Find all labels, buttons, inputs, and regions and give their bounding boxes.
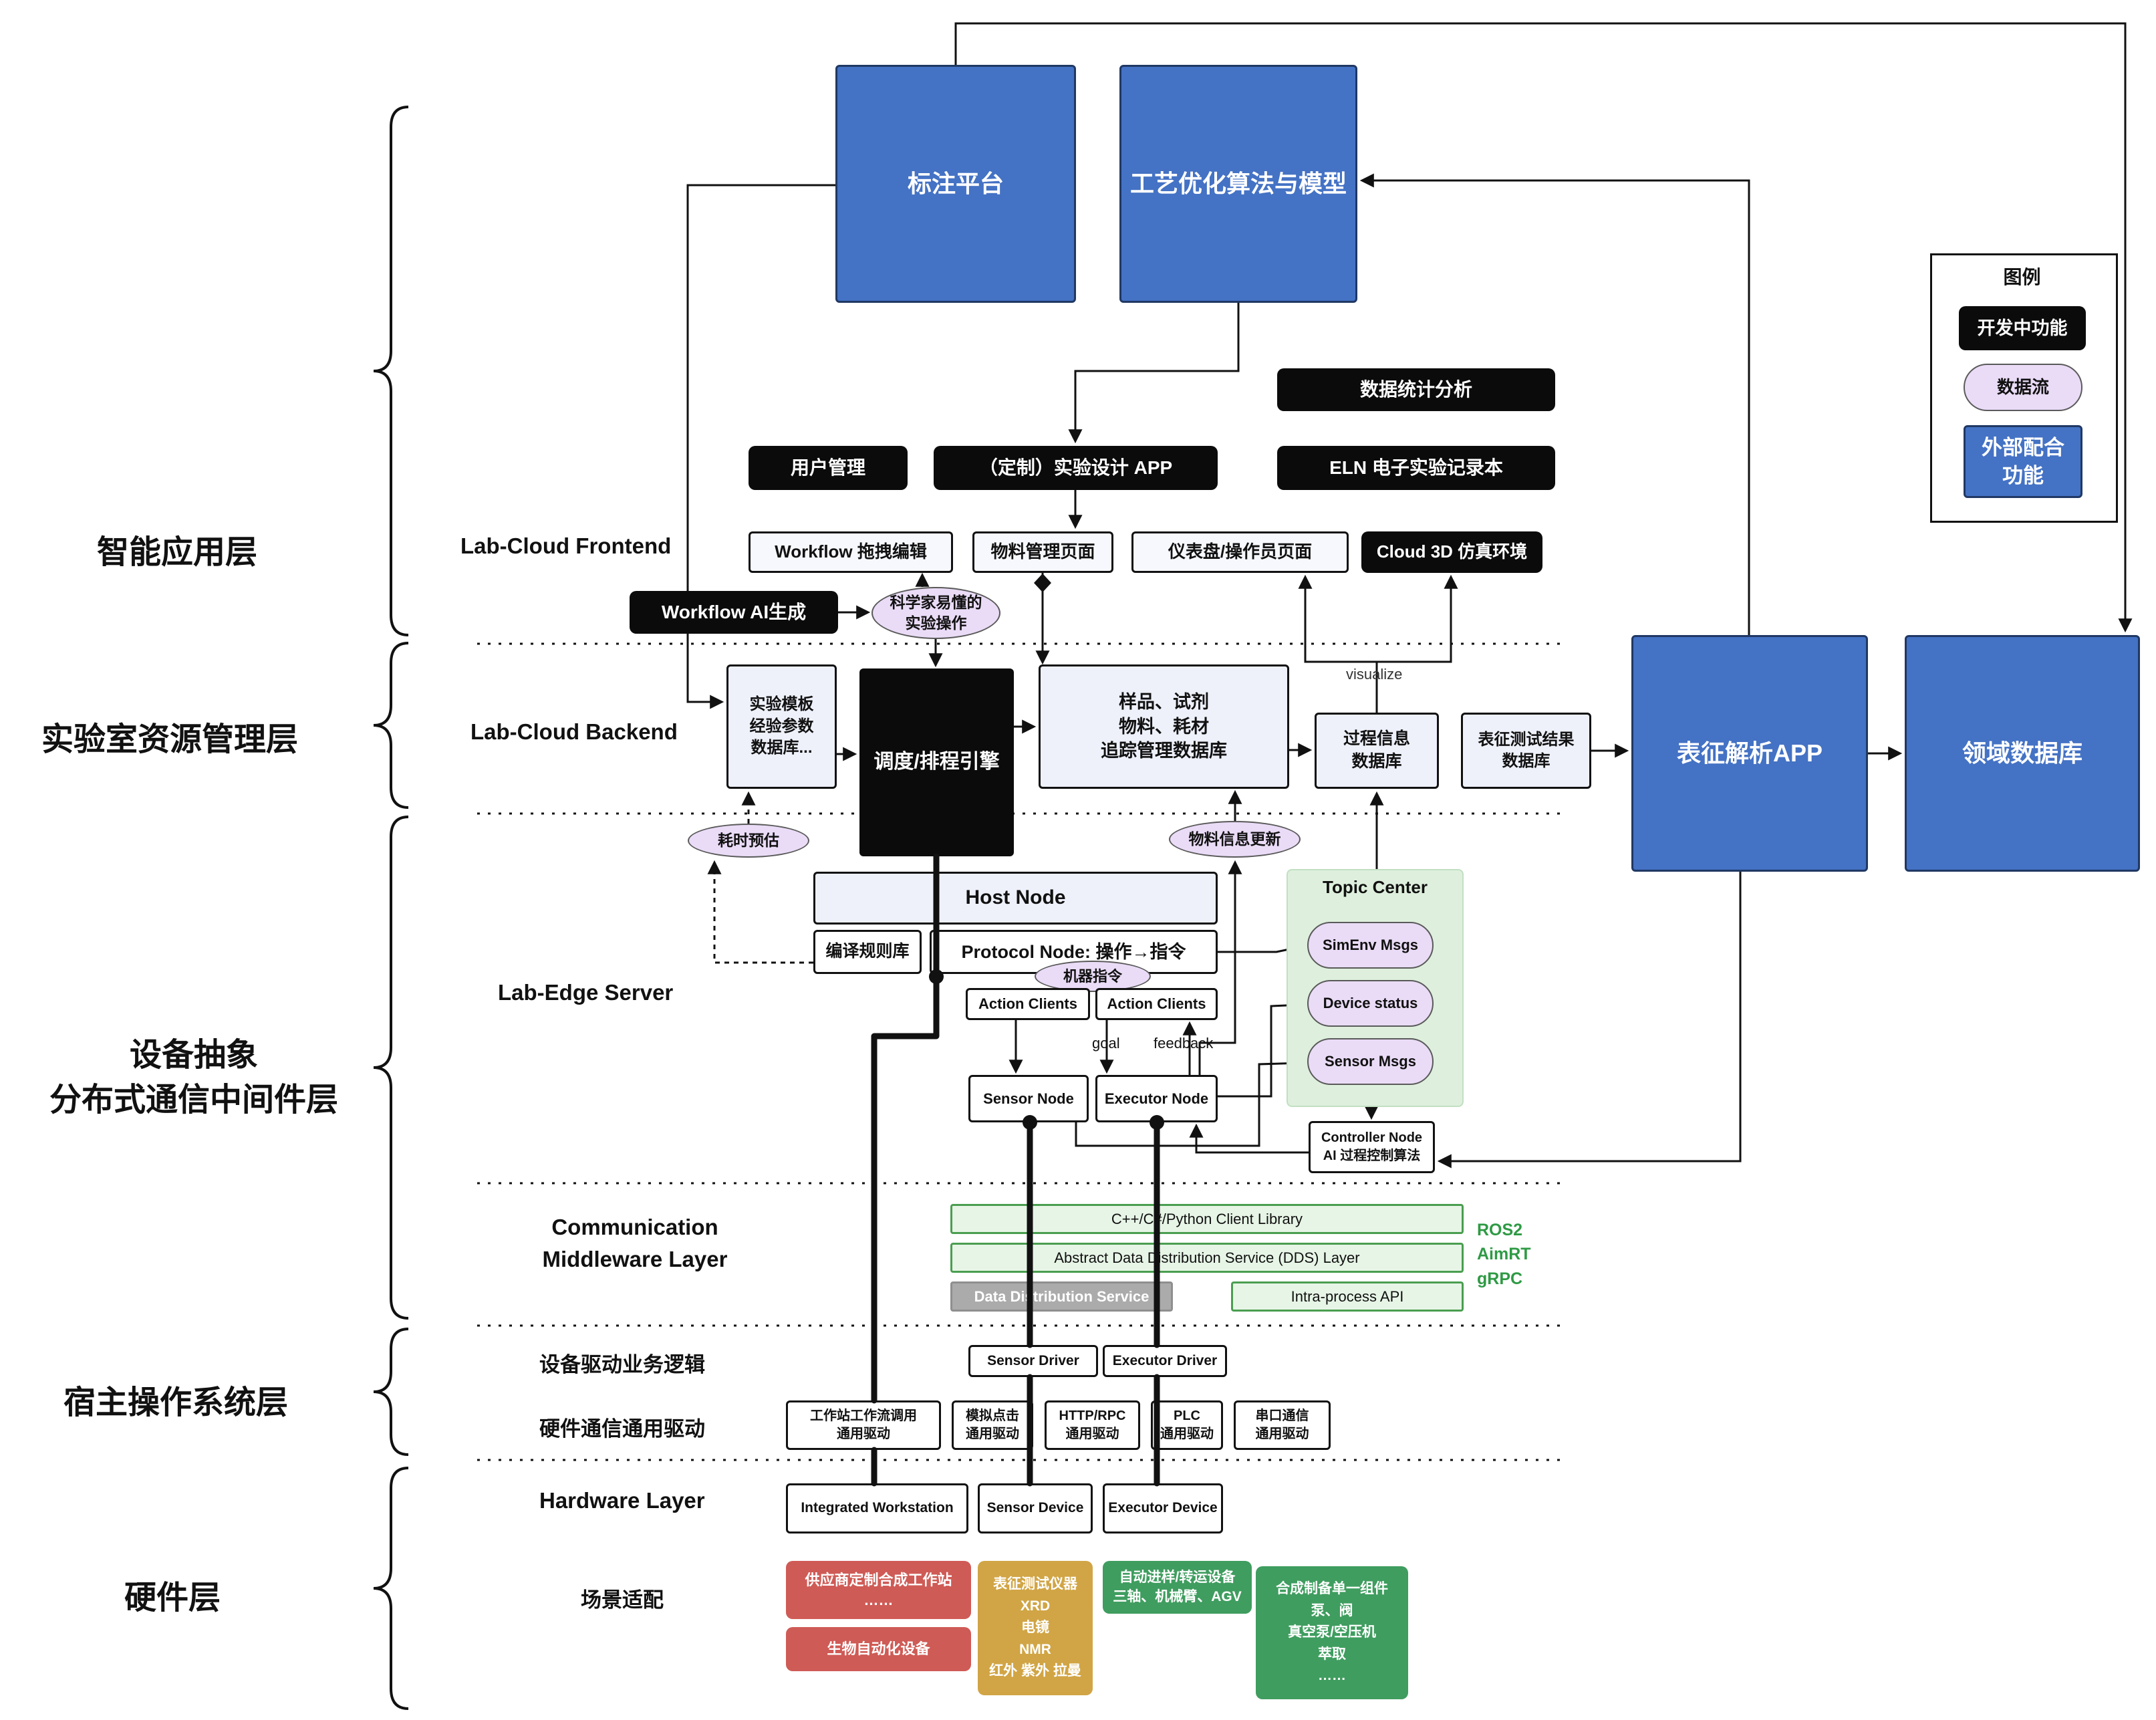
material-page-box: 物料管理页面 xyxy=(972,531,1113,573)
sample-db-box: 样品、试剂 物料、耗材 追踪管理数据库 xyxy=(1039,664,1289,789)
data-stats-box: 数据统计分析 xyxy=(1277,368,1555,411)
layer-label-abstraction: 设备抽象分布式通信中间件层 xyxy=(49,1037,338,1118)
workflow-ai-box: Workflow AI生成 xyxy=(630,591,838,634)
section-lab-edge-server: Lab-Edge Server xyxy=(498,980,674,1005)
machine-cmd-ellipse: 机器指令 xyxy=(1035,961,1151,992)
section-comm-middleware: Communication Middleware Layer xyxy=(542,1215,728,1271)
dds-abstract-row: Abstract Data Distribution Service (DDS)… xyxy=(950,1243,1464,1273)
composition-diamond xyxy=(1034,574,1051,592)
sensor-msgs-pill: Sensor Msgs xyxy=(1307,1038,1434,1085)
scheduler-box: 调度/排程引擎 xyxy=(859,668,1014,856)
controller-node-box: Controller Node AI 过程控制算法 xyxy=(1309,1121,1435,1173)
layer-label-app: 智能应用层 xyxy=(97,535,258,570)
custom-exp-design-box: （定制）实验设计 APP xyxy=(934,446,1218,490)
time-estimate-ellipse: 耗时预估 xyxy=(688,824,809,858)
sensor-node-box: Sensor Node xyxy=(968,1075,1089,1122)
legend-title: 图例 xyxy=(2003,267,2041,287)
workflow-editor-box: Workflow 拖拽编辑 xyxy=(749,531,953,573)
sensor-driver-box: Sensor Driver xyxy=(968,1345,1098,1377)
eln-box: ELN 电子实验记录本 xyxy=(1277,446,1555,490)
executor-driver-box: Executor Driver xyxy=(1103,1345,1227,1377)
process-db-box: 过程信息 数据库 xyxy=(1315,713,1439,789)
brace-resource-layer xyxy=(373,642,409,809)
dds-service-box: Data Distribution Service xyxy=(950,1281,1173,1312)
section-scene-adapt: 场景适配 xyxy=(581,1588,664,1612)
integrated-workstation-box: Integrated Workstation xyxy=(786,1483,968,1533)
section-lab-cloud-backend: Lab-Cloud Backend xyxy=(470,719,678,744)
compile-rules-box: 编译规则库 xyxy=(813,930,922,974)
vendor-workstation-box: 供应商定制合成工作站 …… xyxy=(786,1561,971,1619)
arrow-annotation-to-template-db xyxy=(686,184,835,709)
section-lab-cloud-frontend: Lab-Cloud Frontend xyxy=(460,533,672,558)
simenv-msgs-pill: SimEnv Msgs xyxy=(1307,922,1434,969)
synthesis-components-box: 合成制备单一组件 泵、阀 真空泵/空压机 萃取 …… xyxy=(1256,1566,1408,1699)
executor-node-box: Executor Node xyxy=(1095,1075,1218,1122)
brace-middleware-layer xyxy=(373,816,409,1320)
template-db-box: 实验模板 经验参数 数据库... xyxy=(726,664,837,789)
legend-flow-swatch: 数据流 xyxy=(1964,364,2082,411)
workstation-driver-box: 工作站工作流调用 通用驱动 xyxy=(786,1400,941,1450)
http-rpc-driver-box: HTTP/RPC 通用驱动 xyxy=(1045,1400,1140,1450)
host-node-box: Host Node xyxy=(813,872,1218,925)
client-library-row: C++/C#/Python Client Library xyxy=(950,1204,1464,1234)
characterization-instruments-box: 表征测试仪器 XRD 电镜 NMR 红外 紫外 拉曼 xyxy=(978,1561,1093,1695)
process-optimization-box: 工艺优化算法与模型 xyxy=(1119,65,1357,303)
dashboard-page-box: 仪表盘/操作员页面 xyxy=(1131,531,1349,573)
bio-automation-box: 生物自动化设备 xyxy=(786,1627,971,1671)
layer-braces xyxy=(373,106,409,1710)
brace-hardware-layer xyxy=(373,1467,409,1710)
executor-device-box: Executor Device xyxy=(1103,1483,1223,1533)
arrow-sensor-to-sensor-msgs xyxy=(1075,1056,1305,1147)
arrow-process-db-visualize-cloud3d xyxy=(1377,574,1458,663)
arrow-annotation-top-loop-domain-db xyxy=(954,22,2133,633)
serial-driver-box: 串口通信 通用驱动 xyxy=(1234,1400,1331,1450)
plc-driver-box: PLC 通用驱动 xyxy=(1151,1400,1223,1450)
section-driver-logic: 设备驱动业务逻辑 xyxy=(539,1353,705,1376)
legend-external-swatch: 外部配合 功能 xyxy=(1964,425,2082,498)
sampling-transport-box: 自动进样/转运设备 三轴、机械臂、AGV xyxy=(1103,1561,1252,1614)
material-update-ellipse: 物料信息更新 xyxy=(1169,821,1301,858)
arrow-optimization-to-custom-app xyxy=(1068,303,1240,444)
layer-label-hostos: 宿主操作系统层 xyxy=(63,1385,289,1421)
sim-click-driver-box: 模拟点击 通用驱动 xyxy=(952,1400,1033,1450)
domain-database-box: 领域数据库 xyxy=(1905,635,2140,872)
action-clients-2-box: Action Clients xyxy=(1095,988,1218,1020)
feedback-label: feedback xyxy=(1154,1035,1214,1052)
goal-label: goal xyxy=(1092,1035,1120,1052)
arrow-char-app-to-controller xyxy=(1437,872,1742,1169)
device-status-pill: Device status xyxy=(1307,980,1434,1027)
dotted-arrows xyxy=(707,791,813,964)
characterization-app-box: 表征解析APP xyxy=(1631,635,1868,872)
brace-app-layer xyxy=(373,106,409,636)
annotation-platform-box: 标注平台 xyxy=(835,65,1076,303)
scientist-ops-ellipse: 科学家易懂的 实验操作 xyxy=(871,587,1000,639)
visualize-label: visualize xyxy=(1346,666,1403,683)
section-hardware-layer: Hardware Layer xyxy=(539,1488,705,1513)
user-mgmt-box: 用户管理 xyxy=(749,446,908,490)
intra-process-api-box: Intra-process API xyxy=(1231,1281,1464,1312)
arrows xyxy=(686,22,2133,1169)
brace-hostos-layer xyxy=(373,1328,409,1456)
arrow-controller-to-executor xyxy=(1189,1123,1309,1154)
char-result-db-box: 表征测试结果 数据库 xyxy=(1461,713,1591,789)
section-hw-driver: 硬件通信通用驱动 xyxy=(539,1417,705,1441)
arrow-process-db-visualize-dashboard xyxy=(1298,574,1378,713)
cloud-3d-box: Cloud 3D 仿真环境 xyxy=(1361,531,1542,573)
legend-dev-swatch: 开发中功能 xyxy=(1959,306,2086,350)
arrow-char-app-to-optimization xyxy=(1359,173,1750,635)
layer-label-hardware: 硬件层 xyxy=(124,1580,221,1616)
topic-center-title: Topic Center xyxy=(1323,877,1428,897)
sensor-device-box: Sensor Device xyxy=(978,1483,1093,1533)
ros-stack-label: ROS2 AimRT gRPC xyxy=(1477,1221,1531,1288)
layer-label-resource: 实验室资源管理层 xyxy=(41,722,299,757)
arrow-rules-to-time-estimate xyxy=(707,860,813,964)
action-clients-1-box: Action Clients xyxy=(966,988,1090,1020)
